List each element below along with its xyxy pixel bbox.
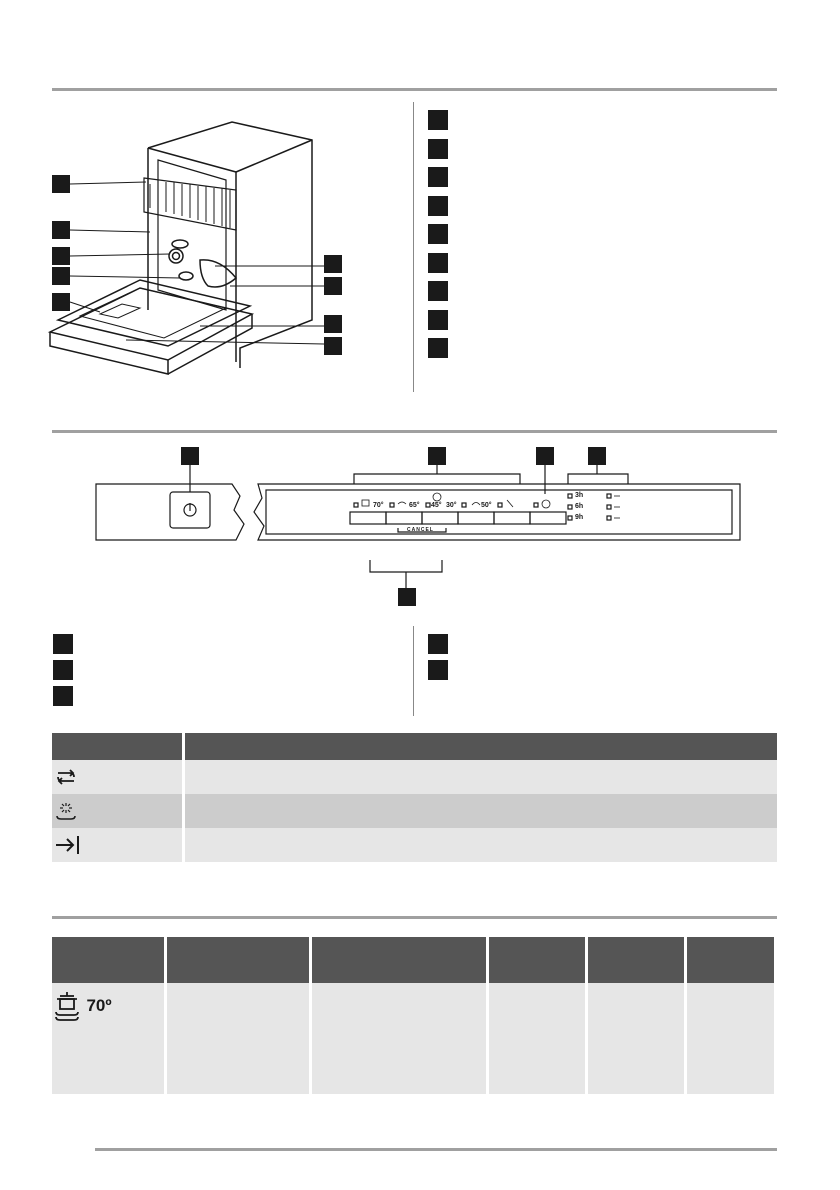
programme-4-temperature: 50° [481,502,492,509]
callout-5 [52,293,70,311]
programme-3-temperature: 45° [431,502,442,509]
dishwasher-illustration [47,121,313,375]
legend-marker [428,634,448,654]
programme-3-temperature-b: 30° [446,502,457,509]
delay-9h-label: 9h [575,514,584,521]
table-cell [685,983,777,1094]
delay-3h-label: 3h [575,492,584,499]
table-row [52,828,777,862]
callout-4 [52,267,70,285]
cancel-label: CANCEL [407,527,434,533]
table-cell [165,983,312,1094]
programme-temperature: 70º [86,996,112,1015]
table-cell-icon [52,828,185,862]
section-rule-control-panel [52,430,777,433]
legend-marker [428,281,448,301]
table-row [52,760,777,794]
legend-marker [53,660,73,680]
table-header-cell [685,937,777,983]
legend-marker [428,309,448,330]
callout-panel-2 [428,447,446,465]
legend-marker [428,338,448,358]
callout-panel-5 [398,588,416,606]
table-cell-description [183,794,777,828]
table-header-cell [586,937,687,983]
table-header-cell [52,733,185,760]
callout-panel-4 [588,447,606,465]
table-header-cell [183,733,777,760]
callout-panel-3 [536,447,554,465]
callout-8 [324,315,342,333]
table-cell-description [183,760,777,794]
callout-7 [324,277,342,295]
legend-marker [428,195,448,216]
legend-list-top [428,110,448,367]
legend-marker [428,252,448,273]
legend-marker [428,660,448,680]
callout-6 [324,255,342,273]
table-row: 70º [52,983,777,1094]
table-cell [586,983,687,1094]
section-rule-programmes [52,916,777,919]
table-header-row [52,937,777,983]
footer-rule [95,1148,777,1151]
callout-panel-1 [181,447,199,465]
table-row [52,794,777,828]
table-header-cell [165,937,312,983]
programme-1-temperature: 70° [373,502,384,509]
end-of-programme-icon [56,836,79,854]
legend-marker [428,110,448,130]
table-header-cell [52,937,167,983]
legend-list-panel-left [53,634,73,712]
table-cell [310,983,489,1094]
programme-table: 70º [52,937,777,1094]
section-rule-top [52,88,777,91]
legend-marker [53,634,73,654]
table-cell-icon [52,794,185,828]
intensive-programme-icon [54,991,80,1021]
delay-6h-label: 6h [575,503,584,510]
table-cell [487,983,588,1094]
column-separator-top [413,102,414,392]
legend-marker [428,138,448,159]
legend-marker [428,224,448,244]
table-cell-description [183,828,777,862]
legend-list-panel-right [428,634,448,686]
callout-9 [324,337,342,355]
leader-lines-top [69,181,325,345]
rinse-aid-icon [57,769,75,785]
table-cell-programme: 70º [52,983,167,1094]
callout-3 [52,247,70,265]
programme-2-temperature: 65° [409,502,420,509]
table-header-cell [310,937,489,983]
control-panel-illustration [95,465,741,588]
callout-1 [52,175,70,193]
table-header-row [52,733,777,760]
salt-icon [56,803,76,820]
column-separator-panel [413,626,414,716]
table-header-cell [487,937,588,983]
indicator-table [52,733,777,862]
callout-2 [52,221,70,239]
legend-marker [428,167,448,187]
table-cell-icon [52,760,185,794]
legend-marker [53,686,73,706]
